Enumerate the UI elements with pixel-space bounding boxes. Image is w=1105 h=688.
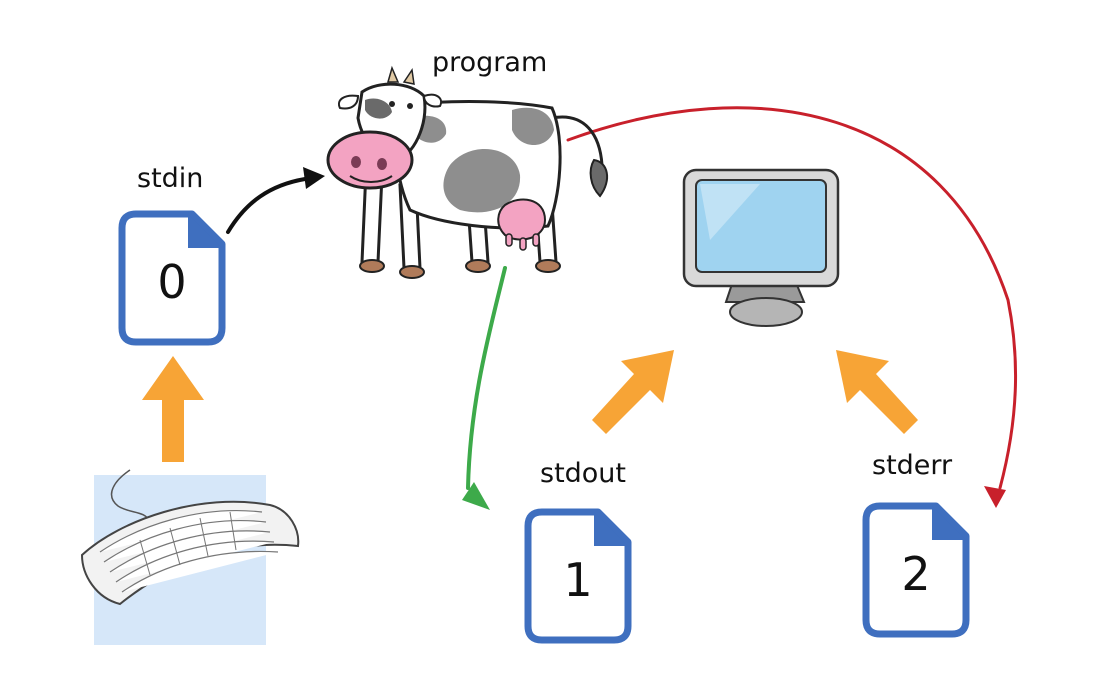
monitor-icon (682, 168, 840, 327)
stdout-to-monitor-arrow (592, 350, 674, 434)
stdout-file-icon: 1 (524, 508, 632, 644)
stderr-to-monitor-arrow (836, 350, 918, 434)
keyboard-icon (80, 469, 300, 645)
stdout-arrow (466, 266, 507, 490)
stdin-file-digit: 0 (157, 255, 186, 309)
stderr-file-digit: 2 (901, 547, 930, 601)
stdout-arrowhead (462, 482, 490, 510)
stderr-arrowhead (984, 486, 1006, 508)
stdin-file-icon: 0 (118, 210, 226, 346)
program-label: program (432, 47, 548, 78)
stderr-file-icon: 2 (862, 502, 970, 638)
stdout-label: stdout (540, 458, 627, 489)
stdin-label: stdin (137, 163, 204, 194)
cow-icon (326, 65, 609, 279)
stdout-file-digit: 1 (563, 553, 592, 607)
keyboard-to-stdin-arrow (142, 356, 204, 462)
stdin-arrowhead (303, 167, 325, 189)
stderr-arrow (566, 106, 1018, 490)
stderr-label: stderr (872, 450, 953, 481)
stdin-to-program-arrow (226, 177, 307, 234)
